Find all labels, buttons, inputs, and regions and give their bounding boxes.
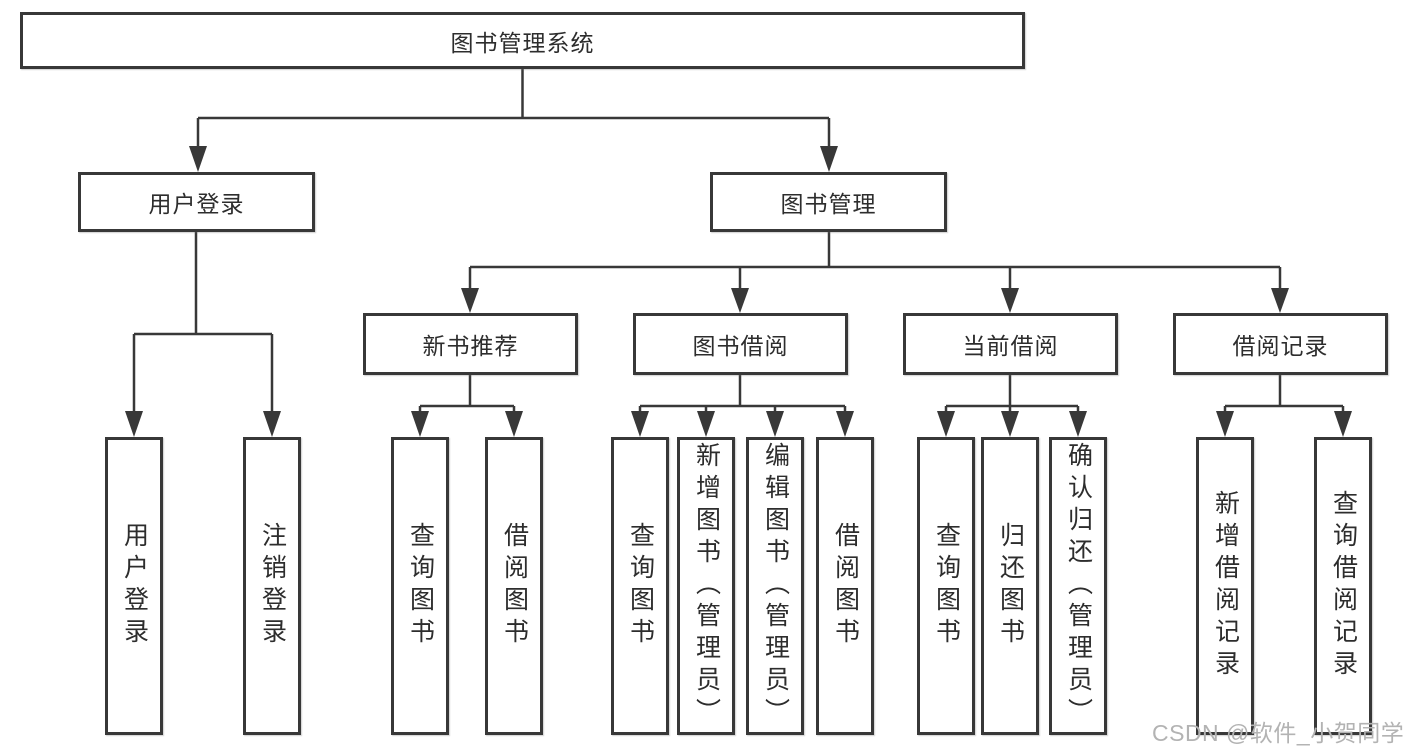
arrowheads (125, 146, 1352, 437)
node-user-login: 用户登录 (78, 172, 315, 232)
node-label: 注销登录 (258, 522, 287, 650)
leaf-query-books-recommend: 查询图书 (391, 437, 449, 735)
node-library-management-system: 图书管理系统 (20, 12, 1025, 69)
node-book-borrow: 图书借阅 (633, 313, 848, 375)
node-label: 查询借阅记录 (1329, 490, 1358, 682)
node-book-management: 图书管理 (710, 172, 947, 232)
node-label: 图书借阅 (692, 333, 789, 359)
node-label: 确认归还（管理员） (1064, 442, 1093, 730)
leaf-add-books-admin: 新增图书（管理员） (677, 437, 735, 735)
node-label: 图书管理系统 (450, 29, 595, 56)
leaf-query-books-borrow: 查询图书 (611, 437, 669, 735)
leaf-borrow-books: 借阅图书 (816, 437, 874, 735)
node-label: 用户登录 (120, 522, 149, 650)
node-label: 新书推荐 (422, 333, 519, 359)
node-label: 当前借阅 (962, 333, 1059, 359)
node-label: 归还图书 (996, 522, 1025, 650)
leaf-borrow-books-recommend: 借阅图书 (485, 437, 543, 735)
leaf-edit-books-admin: 编辑图书（管理员） (746, 437, 804, 735)
leaf-query-books-current: 查询图书 (917, 437, 975, 735)
leaf-query-borrow-record: 查询借阅记录 (1314, 437, 1372, 735)
node-label: 查询图书 (406, 522, 435, 650)
node-label: 查询图书 (626, 522, 655, 650)
node-label: 新增借阅记录 (1211, 490, 1240, 682)
node-label: 查询图书 (932, 522, 961, 650)
node-label: 图书管理 (780, 191, 877, 217)
node-label: 新增图书（管理员） (692, 442, 721, 730)
leaf-return-books: 归还图书 (981, 437, 1039, 735)
node-label: 用户登录 (148, 191, 245, 217)
csdn-watermark: CSDN @软件_小贺同学 (1152, 720, 1405, 746)
leaf-confirm-return-admin: 确认归还（管理员） (1049, 437, 1107, 735)
node-current-borrow: 当前借阅 (903, 313, 1118, 375)
node-label: 编辑图书（管理员） (761, 442, 790, 730)
leaf-add-borrow-record: 新增借阅记录 (1196, 437, 1254, 735)
node-label: 借阅记录 (1232, 333, 1329, 359)
node-label: 借阅图书 (831, 522, 860, 650)
leaf-logout: 注销登录 (243, 437, 301, 735)
node-borrow-records: 借阅记录 (1173, 313, 1388, 375)
leaf-user-login: 用户登录 (105, 437, 163, 735)
node-label: 借阅图书 (500, 522, 529, 650)
node-new-book-recommend: 新书推荐 (363, 313, 578, 375)
